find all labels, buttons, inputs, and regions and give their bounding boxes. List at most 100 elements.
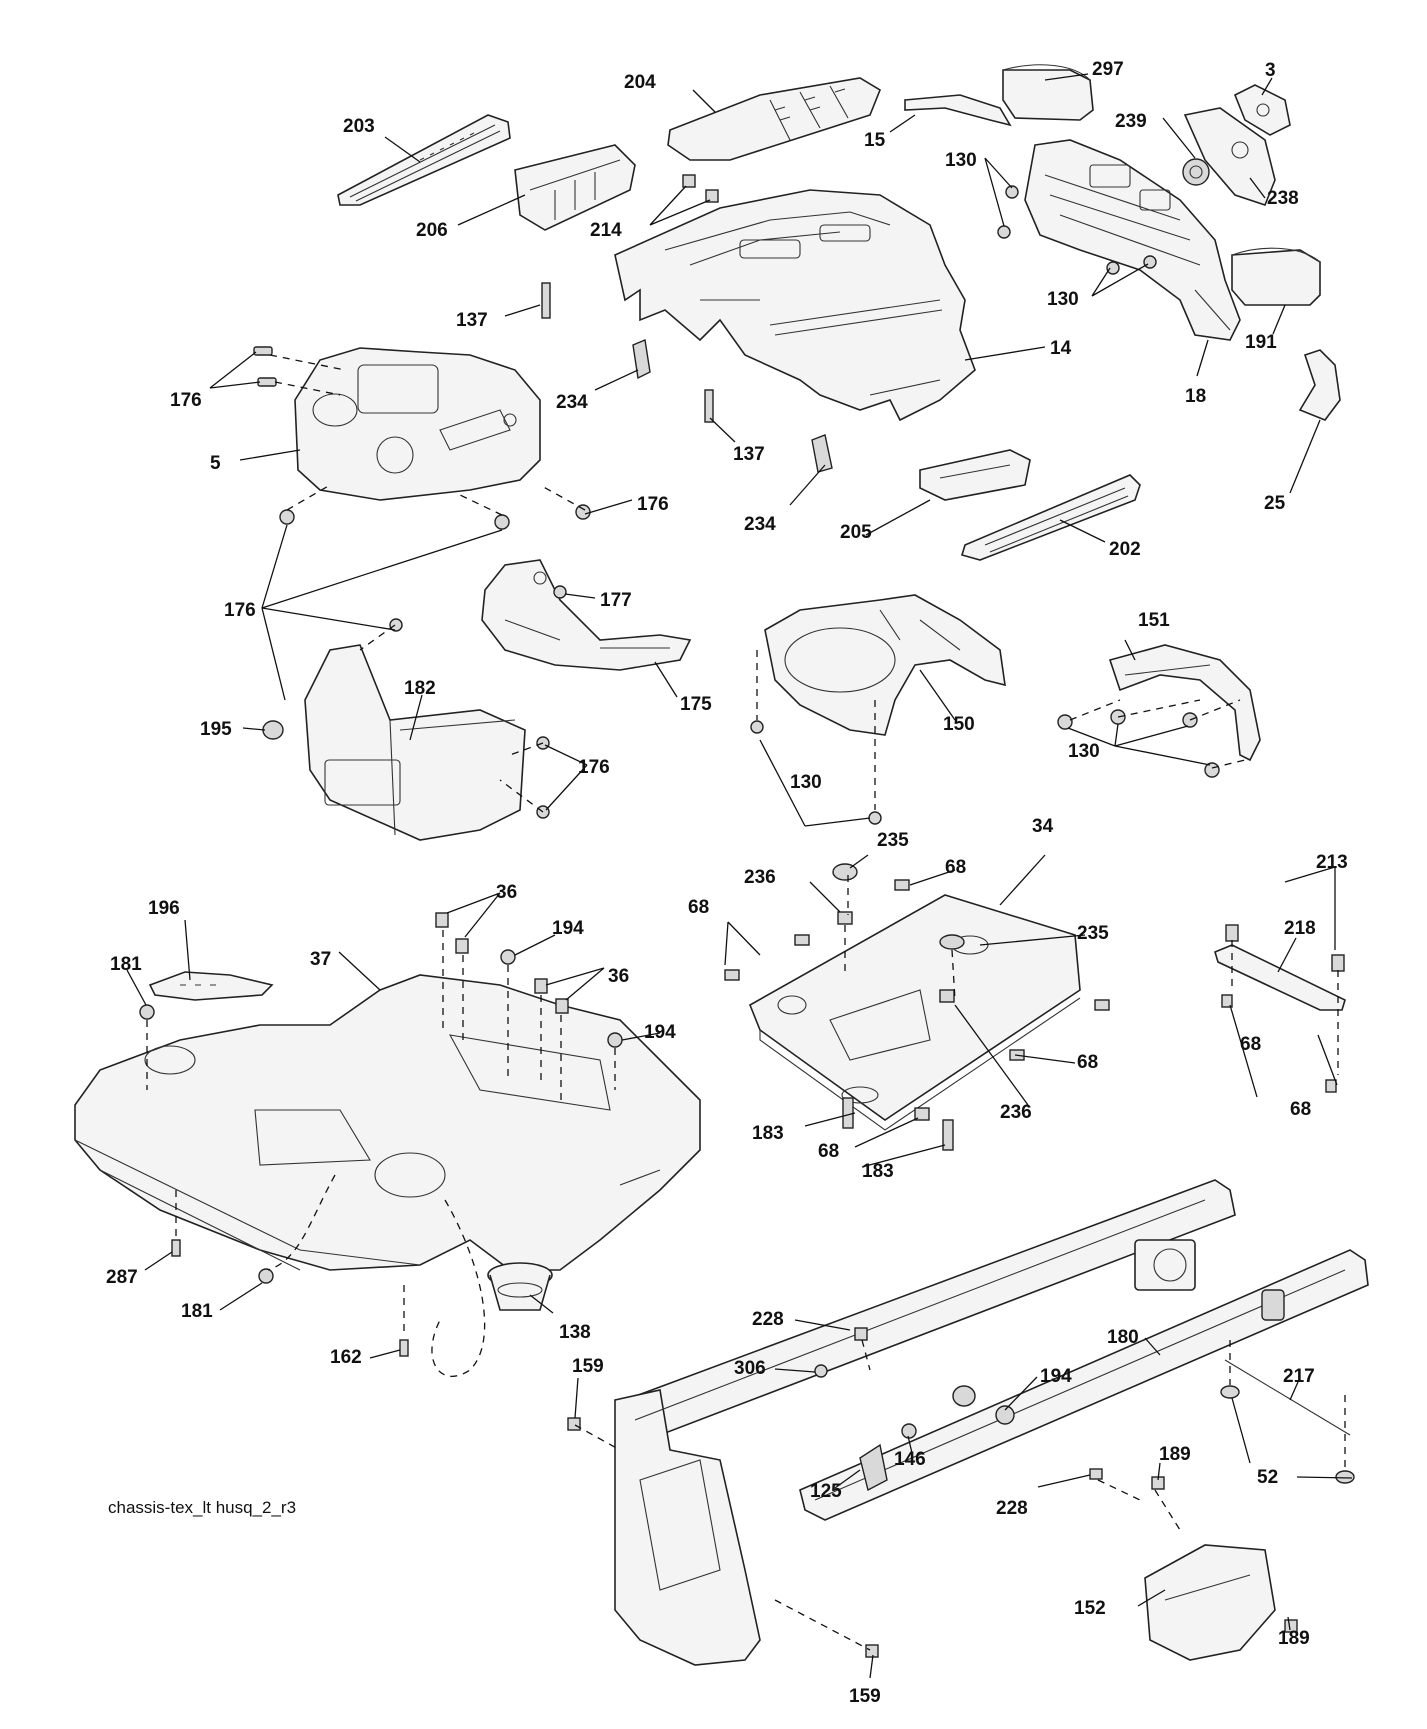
part-150-shroud [764,594,1006,736]
callout-202: 202 [1109,539,1141,560]
callout-297: 297 [1092,59,1124,80]
callout-68-e: 68 [818,1141,839,1162]
part-34-fasteners [724,863,1110,1151]
callout-217: 217 [1283,1366,1315,1387]
callout-195: 195 [200,719,232,740]
part-217-rod [1224,1359,1351,1436]
part-137-pad-upper [541,282,551,319]
part-177-nut [553,585,567,599]
leader-lines [126,73,1353,1679]
callout-234-b: 234 [744,514,776,535]
part-15-trim [904,94,1012,127]
part-drawings [74,64,1369,1666]
part-204-vent [667,77,881,161]
part-180-frame [614,1179,1369,1666]
part-151-bracket [1108,644,1261,762]
part-191-cover [1231,247,1321,306]
callout-194-b: 194 [644,1022,676,1043]
part-195-plug [262,720,284,740]
callouts: 297 3 204 15 239 203 130 238 206 214 137… [106,59,1348,1707]
callout-239: 239 [1115,111,1147,132]
callout-182: 182 [404,678,436,699]
part-196-badge [148,971,274,1001]
part-214-clips [682,174,719,203]
part-frame-fasteners [567,1327,1298,1658]
part-162-screw [399,1339,409,1357]
callout-194-c: 194 [1040,1366,1072,1387]
callout-206: 206 [416,220,448,241]
callout-152: 152 [1074,1598,1106,1619]
callout-287: 287 [106,1267,138,1288]
callout-180: 180 [1107,1327,1139,1348]
callout-183-a: 183 [752,1123,784,1144]
callout-196: 196 [148,898,180,919]
part-52-bushing-upper [1220,1385,1240,1399]
callout-189-a: 189 [1159,1444,1191,1465]
part-203-vent [337,114,511,206]
callout-68-d: 68 [1240,1034,1261,1055]
callout-175: 175 [680,694,712,715]
callout-177: 177 [600,590,632,611]
callout-238: 238 [1267,188,1299,209]
callout-5: 5 [210,453,221,474]
callout-214: 214 [590,220,622,241]
part-34-plate [748,894,1081,1131]
callout-235-a: 235 [877,830,909,851]
callout-189-b: 189 [1278,1628,1310,1649]
callout-159-b: 159 [849,1686,881,1707]
callout-137-b: 137 [733,444,765,465]
part-138-boot [487,1262,553,1311]
part-137-pad-lower [704,389,714,423]
part-37-fender [74,974,701,1271]
part-287-screw [171,1239,181,1257]
callout-176-a: 176 [170,390,202,411]
part-3-badge [1233,84,1291,136]
callout-130-d: 130 [790,772,822,793]
callout-3: 3 [1265,60,1276,81]
callout-236-a: 236 [744,867,776,888]
callout-15: 15 [864,130,886,151]
part-239-emblem [1182,158,1210,186]
part-182-panel [304,644,526,841]
callout-68-a: 68 [945,857,966,878]
diagram-caption: chassis-tex_lt husq_2_r3 [108,1498,296,1517]
callout-228-a: 228 [752,1309,784,1330]
callout-176-b: 176 [637,494,669,515]
part-18-grille [1024,139,1241,341]
callout-68-c: 68 [1077,1052,1098,1073]
callout-68-f: 68 [1290,1099,1311,1120]
part-234-bumper-upper [632,339,651,380]
callout-130-b: 130 [1047,289,1079,310]
part-205-vent [919,449,1031,501]
callout-34: 34 [1032,816,1054,837]
callout-176-d: 176 [578,757,610,778]
callout-213: 213 [1316,852,1348,873]
callout-151: 151 [1138,610,1170,631]
callout-37: 37 [310,949,331,970]
part-181-clip-lower [258,1268,274,1284]
callout-150: 150 [943,714,975,735]
part-181-clip-upper [139,1004,155,1020]
part-234-bumper-lower [811,434,833,473]
callout-36-b: 36 [608,966,629,987]
callout-205: 205 [840,522,872,543]
callout-306: 306 [734,1358,766,1379]
callout-125: 125 [810,1481,842,1502]
part-5-dash [294,347,541,501]
part-202-vent [960,474,1141,561]
callout-138: 138 [559,1322,591,1343]
part-206-duct [514,144,636,231]
callout-228-b: 228 [996,1498,1028,1519]
callout-194-a: 194 [552,918,584,939]
callout-52: 52 [1257,1467,1278,1488]
callout-36-a: 36 [496,882,517,903]
part-297-cover [1002,64,1094,121]
callout-68-b: 68 [688,897,709,918]
callout-14: 14 [1050,338,1072,359]
callout-218: 218 [1284,918,1316,939]
callout-137-a: 137 [456,310,488,331]
callout-130-a: 130 [945,150,977,171]
callout-204: 204 [624,72,656,93]
callout-25: 25 [1264,493,1286,514]
